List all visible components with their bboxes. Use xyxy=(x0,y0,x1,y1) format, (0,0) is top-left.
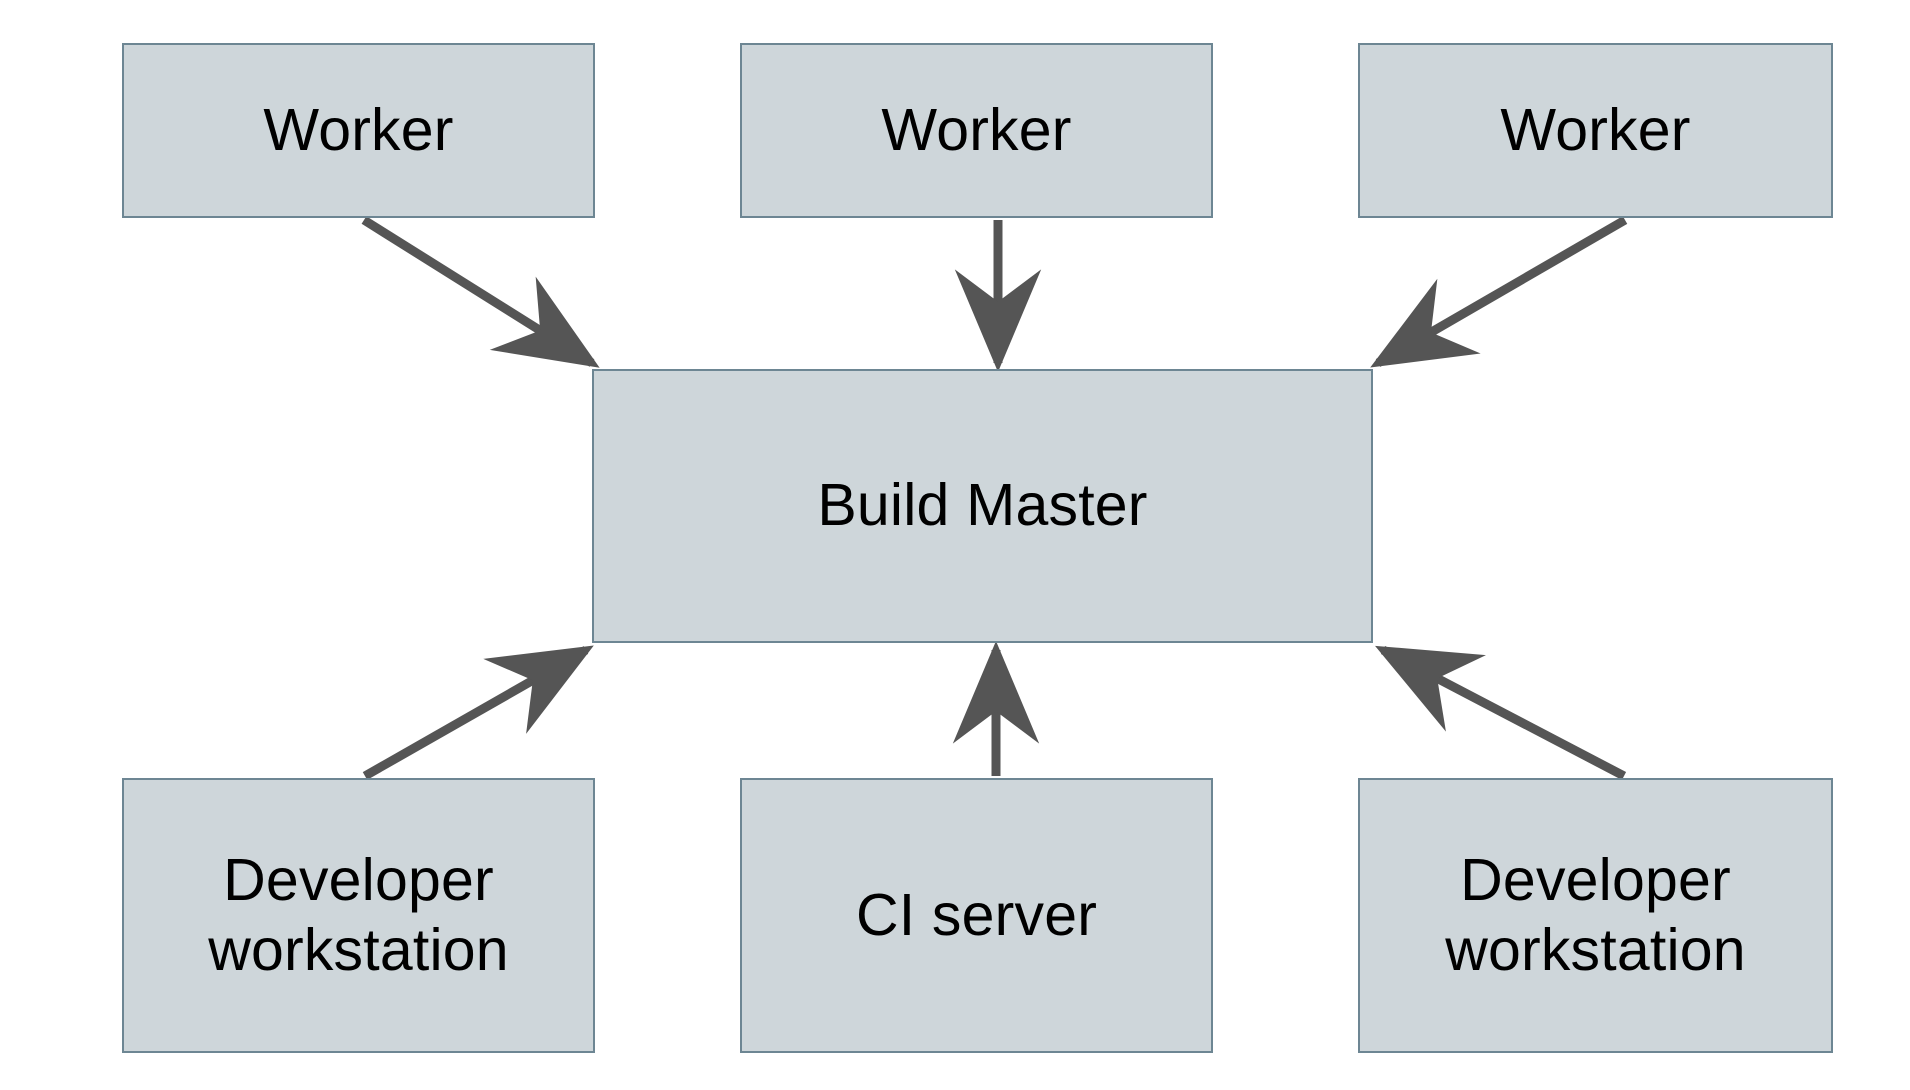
node-build-master-label: Build Master xyxy=(817,472,1148,539)
node-developer-workstation-right-label: Developer workstation xyxy=(1445,846,1746,983)
node-developer-workstation-left-label: Developer workstation xyxy=(208,846,509,983)
edge-worker-1-to-build-master xyxy=(361,216,600,368)
node-worker-2-label: Worker xyxy=(881,96,1072,163)
node-worker-2[interactable]: Worker xyxy=(740,43,1213,218)
node-worker-3[interactable]: Worker xyxy=(1358,43,1833,218)
node-ci-server[interactable]: CI server xyxy=(740,778,1213,1053)
node-developer-workstation-left[interactable]: Developer workstation xyxy=(122,778,595,1053)
node-ci-server-label: CI server xyxy=(855,881,1098,948)
edge-dev-ws-right-to-build-master xyxy=(1375,645,1627,780)
edge-worker-3-to-build-master xyxy=(1370,216,1628,368)
edge-dev-ws-left-to-build-master xyxy=(362,645,594,780)
node-worker-1[interactable]: Worker xyxy=(122,43,595,218)
node-worker-1-label: Worker xyxy=(263,96,454,163)
node-developer-workstation-right[interactable]: Developer workstation xyxy=(1358,778,1833,1053)
node-build-master[interactable]: Build Master xyxy=(592,369,1373,643)
node-worker-3-label: Worker xyxy=(1500,96,1691,163)
